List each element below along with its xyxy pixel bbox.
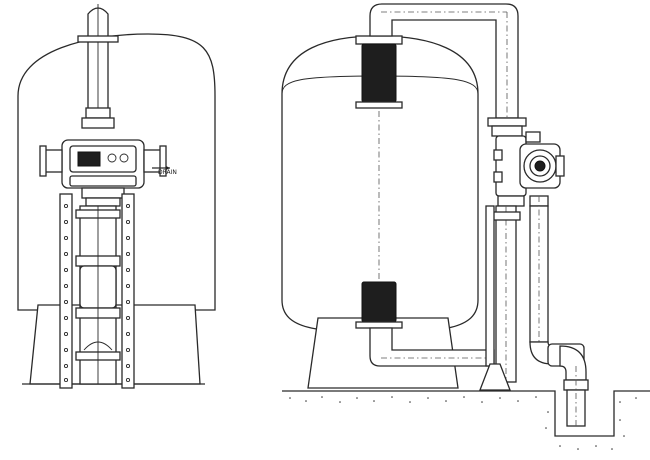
ground-line (282, 390, 650, 437)
front-valve-display (77, 151, 101, 167)
side-bottom-return (369, 327, 495, 367)
side-lower-sleeve (361, 281, 397, 323)
front-frame-right (121, 193, 135, 389)
front-drain-label: DRAIN (158, 169, 177, 176)
side-support-foot (479, 363, 511, 391)
front-frame-holes (63, 203, 131, 383)
front-view: DRAIN (17, 4, 216, 389)
side-drain-line (529, 195, 589, 428)
side-upper-sleeve (361, 43, 397, 103)
front-frame-left (59, 193, 73, 389)
side-downpipe-inner (485, 205, 495, 367)
side-view (281, 3, 650, 450)
ground-stipple (289, 396, 637, 450)
side-control-valve (493, 131, 565, 207)
